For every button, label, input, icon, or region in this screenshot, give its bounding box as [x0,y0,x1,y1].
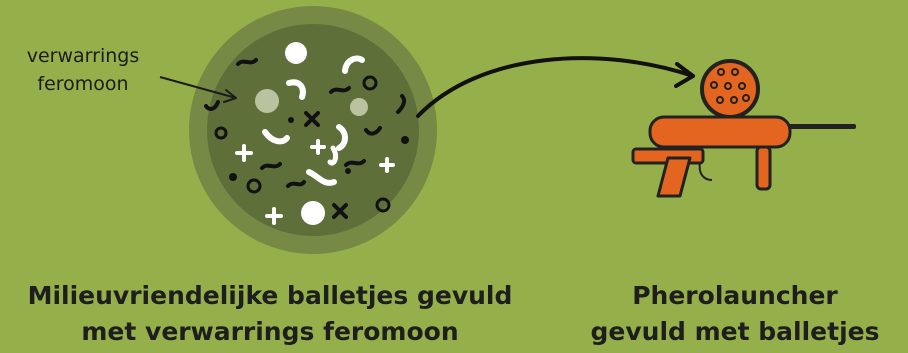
launcher-caption-line-2: gevuld met balletjes [565,314,905,350]
pheromone-ball [189,6,437,254]
pheromone-callout-label: verwarrings feromoon [8,42,158,98]
balls-caption-line-2: met verwarrings feromoon [10,314,530,350]
balls-caption-line-1: Milieuvriendelijke balletjes gevuld [10,278,530,314]
callout-line-1: verwarrings [8,42,158,70]
launcher-caption: Pherolauncher gevuld met balletjes [565,278,905,350]
callout-line-2: feromoon [8,70,158,98]
transfer-arrow [418,58,693,116]
launcher-caption-line-1: Pherolauncher [565,278,905,314]
pherolauncher-illustration [633,61,856,196]
balls-caption: Milieuvriendelijke balletjes gevuld met … [10,278,530,350]
